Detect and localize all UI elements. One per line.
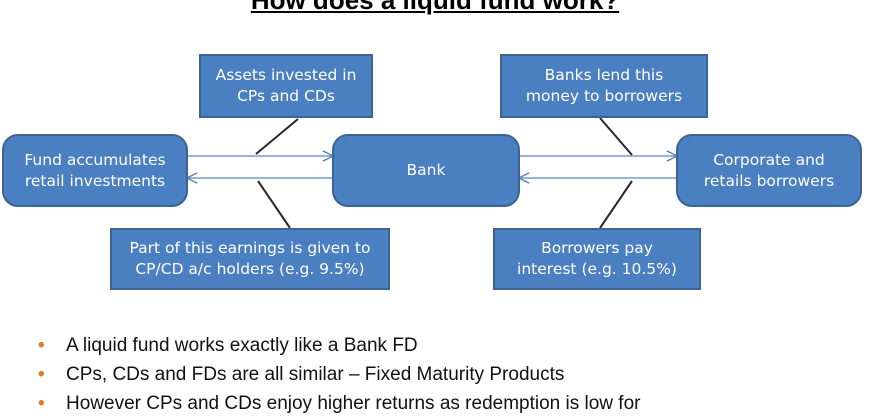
fund-box: Fund accumulates retail investments	[2, 134, 188, 207]
callout-line-interest	[599, 180, 633, 229]
bank-box: Bank	[332, 134, 520, 207]
bullet-text: A liquid fund works exactly like a Bank …	[66, 335, 418, 356]
callout-line-assets	[255, 118, 299, 155]
banks-lend-callout: Banks lend this money to borrowers	[500, 54, 708, 118]
callout-line-banks-lend	[599, 117, 633, 156]
bullet-text: CPs, CDs and FDs are all similar – Fixed…	[66, 364, 565, 385]
bullet-icon: •	[38, 393, 45, 414]
list-item: • CPs, CDs and FDs are all similar – Fixe…	[38, 360, 640, 389]
earnings-callout: Part of this earnings is given to CP/CD …	[110, 228, 390, 290]
bullet-text: However CPs and CDs enjoy higher returns…	[66, 393, 641, 414]
list-item: • A liquid fund works exactly like a Bank…	[38, 331, 640, 360]
interest-callout: Borrowers pay interest (e.g. 10.5%)	[493, 228, 701, 290]
page-title: How does a liquid fund work?	[250, 0, 620, 15]
callout-line-earnings	[257, 180, 291, 229]
borrowers-box: Corporate and retails borrowers	[676, 134, 862, 207]
list-item: • However CPs and CDs enjoy higher return…	[38, 389, 640, 418]
bullet-list: • A liquid fund works exactly like a Bank…	[38, 331, 640, 418]
flow-connectors	[0, 117, 870, 229]
bullet-icon: •	[38, 364, 45, 385]
assets-callout: Assets invested in CPs and CDs	[199, 54, 373, 118]
bullet-icon: •	[38, 335, 45, 356]
